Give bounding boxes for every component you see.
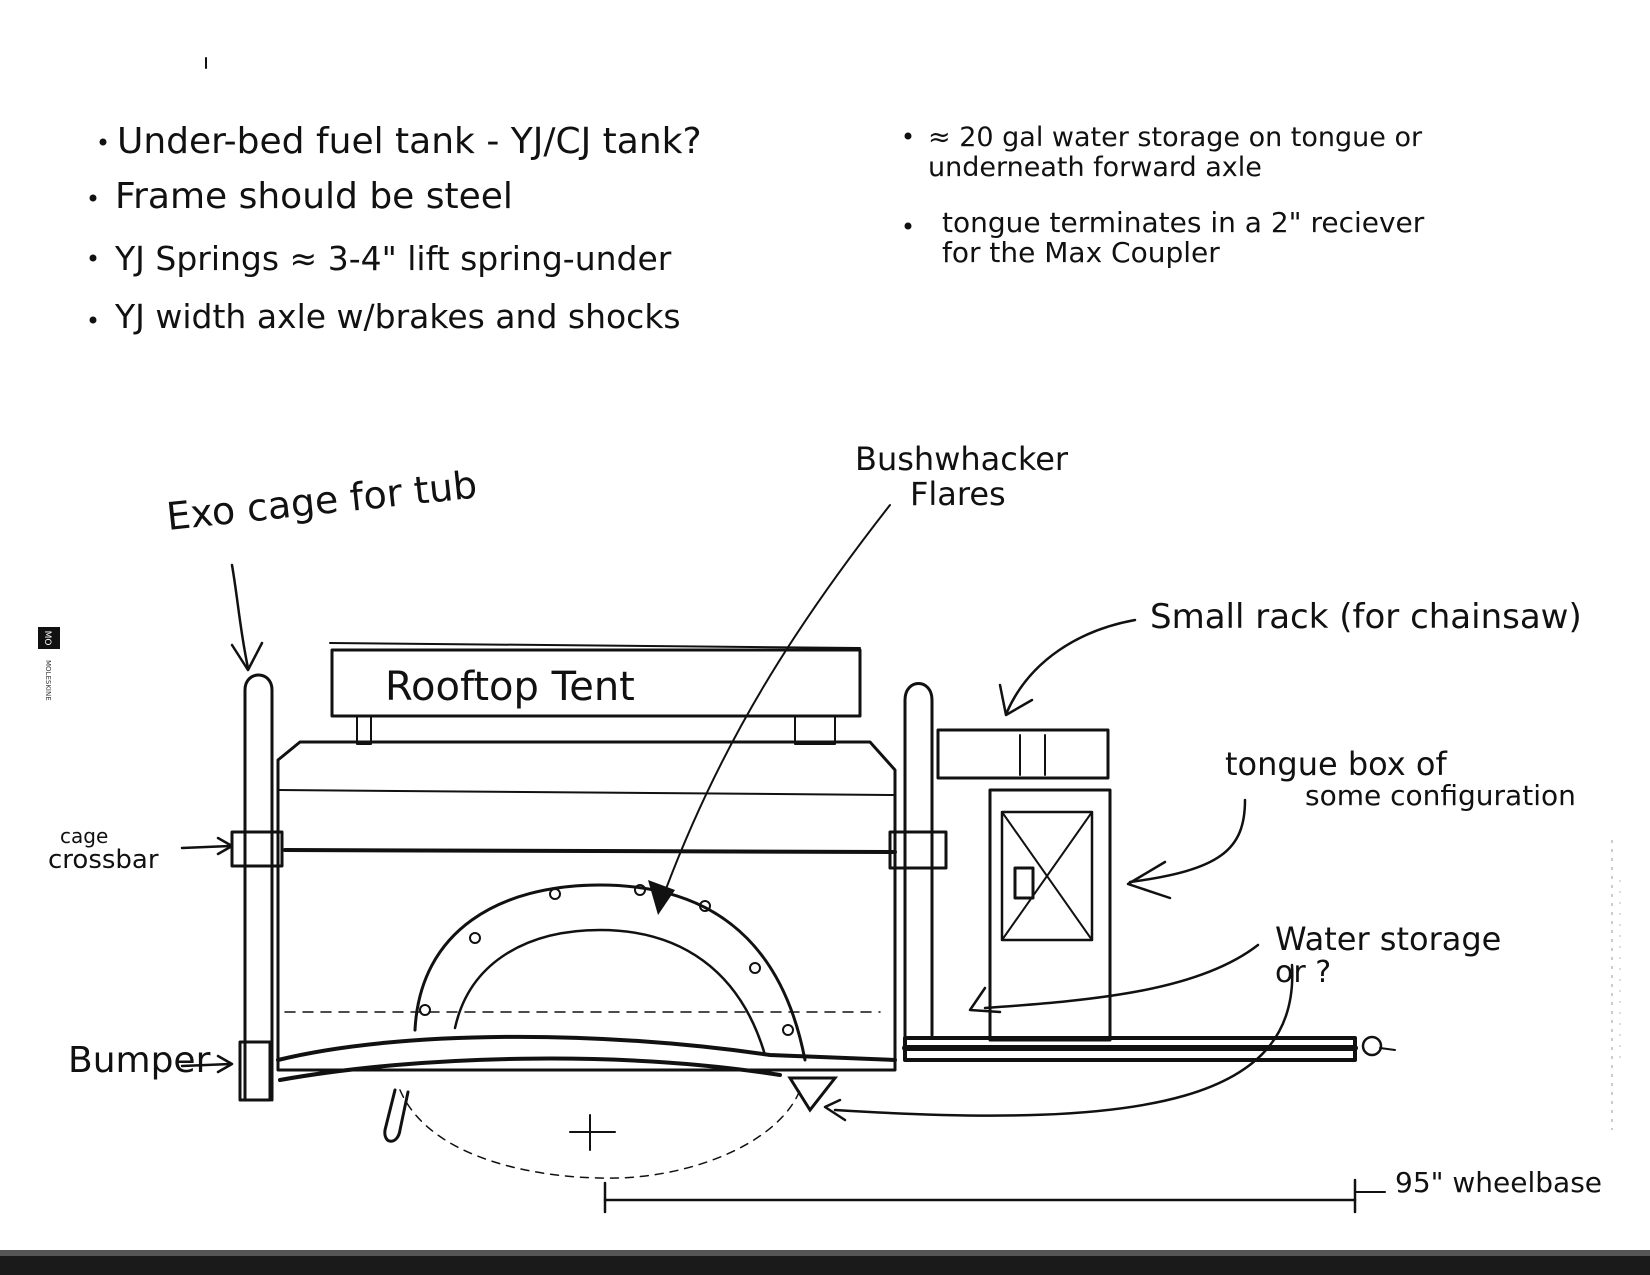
label-water-storage-line2: or ? xyxy=(1275,955,1331,990)
axle-arrow xyxy=(833,963,1294,1117)
water-storage-arrow xyxy=(983,943,1260,1010)
fender-flare-inner xyxy=(453,928,767,1057)
note-axle: YJ width axle w/brakes and shocks xyxy=(114,297,681,336)
tub-body xyxy=(276,740,897,1072)
flare-bolt-icon xyxy=(419,1004,431,1016)
bumper xyxy=(238,1040,272,1102)
wheel-outline xyxy=(399,1089,801,1179)
crossbar-clamp xyxy=(230,830,284,868)
flare-bolt-icon xyxy=(782,1024,794,1036)
label-bushwhacker-line2: Flares xyxy=(910,475,1006,513)
frame-rail xyxy=(276,1034,897,1062)
tongue-box-panel xyxy=(1000,810,1094,942)
note-water-storage-line2: underneath forward axle xyxy=(928,152,1262,183)
crossbar-clamp xyxy=(888,830,948,870)
label-cage-crossbar-line1: cage xyxy=(60,824,108,848)
flare-bolt-icon xyxy=(549,888,561,900)
label-bushwhacker-line1: Bushwhacker xyxy=(855,440,1069,478)
arrowhead-icon xyxy=(998,683,1034,717)
bullet-icon xyxy=(89,194,97,202)
flare-bolt-icon xyxy=(634,884,646,896)
bushwhacker-arrow xyxy=(659,504,891,906)
frame-rail xyxy=(278,1056,782,1082)
note-water-storage-line1: ≈ 20 gal water storage on tongue or xyxy=(928,122,1423,153)
rooftop-tent-box xyxy=(330,648,862,718)
scan-bottom-band-fade xyxy=(0,1250,1650,1256)
margin-text: MOLESKINE xyxy=(44,660,52,701)
leader-arrows xyxy=(180,504,1294,1122)
label-exo-cage: Exo cage for tub xyxy=(164,463,479,539)
label-water-storage-line1: Water storage xyxy=(1275,920,1501,958)
rear-cage-post xyxy=(243,673,274,1102)
arrowhead-icon xyxy=(1126,860,1172,900)
trailer xyxy=(230,642,1396,1214)
tongue-box xyxy=(988,788,1112,1042)
notes-right: ≈ 20 gal water storage on tongue or unde… xyxy=(904,122,1425,269)
label-wheelbase: 95" wheelbase xyxy=(1395,1166,1602,1199)
tub-lid-line xyxy=(277,789,896,796)
fender-flare-outer xyxy=(413,883,807,1062)
label-tongue-box-line2: some configuration xyxy=(1305,779,1576,812)
label-bumper: Bumper xyxy=(68,1040,211,1081)
front-cage-post xyxy=(903,682,934,1062)
small-rack-arrow xyxy=(1005,618,1137,714)
note-tongue-line2: for the Max Coupler xyxy=(942,236,1220,269)
label-tongue-box-line1: tongue box of xyxy=(1225,745,1447,783)
tent-top-edge xyxy=(329,642,861,649)
bullet-icon xyxy=(904,222,912,230)
note-tongue-line1: tongue terminates in a 2" reciever xyxy=(942,206,1425,239)
label-rooftop-tent: Rooftop Tent xyxy=(385,664,635,710)
notes-left: Under-bed fuel tank - YJ/CJ tank? Frame … xyxy=(89,121,702,336)
note-springs: YJ Springs ≈ 3-4" lift spring-under xyxy=(114,239,672,278)
cage-crossbar xyxy=(283,848,897,854)
arrowhead-icon xyxy=(230,641,264,672)
note-fuel-tank: Under-bed fuel tank - YJ/CJ tank? xyxy=(117,121,702,162)
small-rack xyxy=(936,728,1110,780)
scan-edge-marks xyxy=(1611,840,1621,1130)
coupler-icon xyxy=(1361,1035,1383,1057)
arrowhead-icon xyxy=(648,880,675,915)
flare-bolt-icon xyxy=(469,932,481,944)
exo-cage-arrow xyxy=(230,563,250,670)
scan-bottom-band xyxy=(0,1255,1650,1275)
tent-mount xyxy=(356,715,372,745)
margin-mark: MO MOLESKINE xyxy=(38,627,60,701)
flare-bolt-icon xyxy=(699,900,711,912)
brand-logo-icon xyxy=(38,627,60,649)
cage-crossbar-arrow xyxy=(180,844,232,850)
spring-shackle xyxy=(383,1088,410,1143)
flare-bolt-icon xyxy=(749,962,761,974)
label-cage-crossbar-line2: crossbar xyxy=(48,845,159,875)
tent-mount xyxy=(794,715,836,745)
bullet-icon xyxy=(89,316,97,324)
bumper-arrow xyxy=(180,1062,232,1068)
brand-logo-text: MO xyxy=(42,631,52,646)
coupler-stem xyxy=(1379,1047,1396,1051)
arrowhead-icon xyxy=(823,1098,847,1122)
bullet-icon xyxy=(99,138,107,146)
spring-hanger xyxy=(787,1076,839,1113)
note-frame: Frame should be steel xyxy=(115,176,513,217)
bullet-icon xyxy=(89,254,97,262)
tongue-box-arrow xyxy=(1128,798,1247,884)
label-small-rack: Small rack (for chainsaw) xyxy=(1150,597,1582,637)
arrowhead-icon xyxy=(216,1054,234,1074)
bullet-icon xyxy=(904,132,912,140)
tongue-box-latch xyxy=(1013,866,1035,900)
panel-cross xyxy=(1001,811,1093,941)
